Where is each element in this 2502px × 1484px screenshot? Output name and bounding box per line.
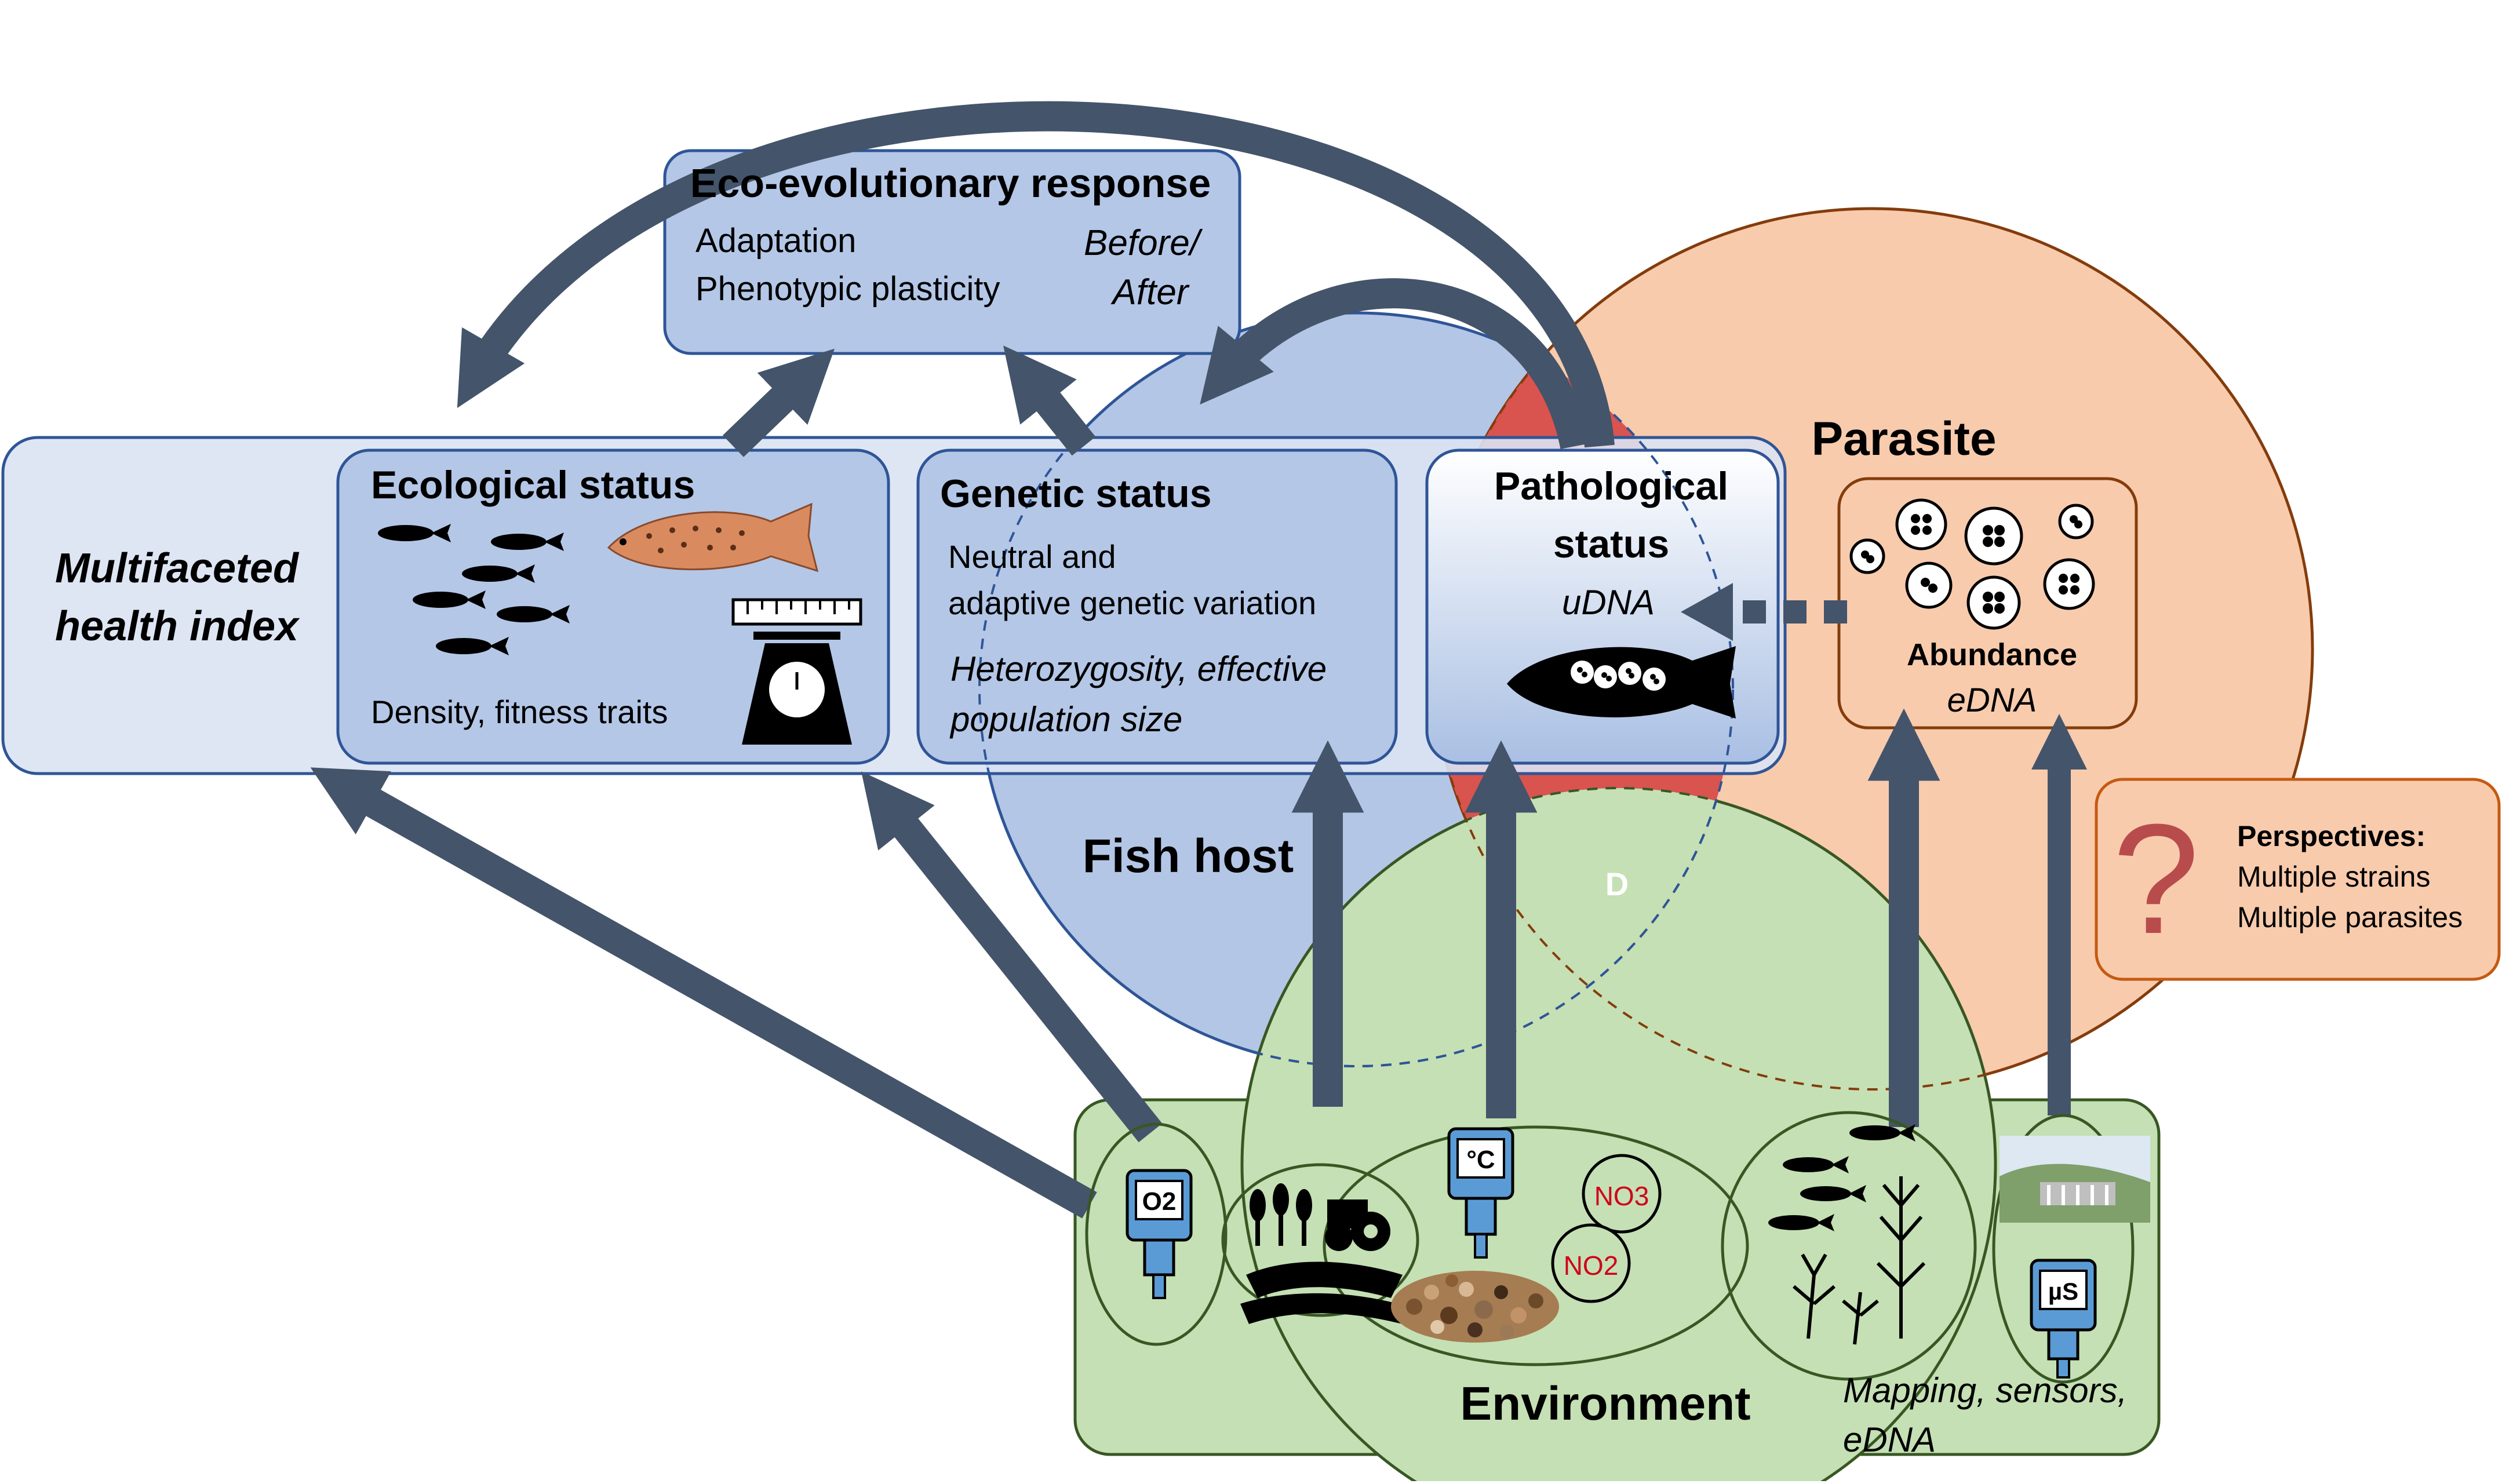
nitrate-icon: NO3 <box>1582 1154 1662 1234</box>
arrow-pathological-to-genetic <box>1200 278 1590 449</box>
dam-icon <box>2000 1136 2150 1223</box>
genetic-status-desc-line1: Neutral and <box>948 538 1116 575</box>
env-oval-oxygen <box>1085 1122 1228 1346</box>
temperature-sensor-icon: °C <box>1447 1127 1514 1259</box>
env-oval-biotic <box>1721 1111 1977 1381</box>
trout-icon <box>607 502 819 573</box>
eco-evo-box <box>663 149 1241 355</box>
fish-host-label: Fish host <box>1083 830 1294 883</box>
svg-text:µS: µS <box>2048 1278 2078 1305</box>
genetic-status-desc-line2: adaptive genetic variation <box>948 585 1316 621</box>
pathological-status-title-line1: Pathological <box>1494 464 1728 508</box>
arrow-environment-to-health-index <box>310 767 1097 1219</box>
parasite-title: Parasite <box>1811 413 1996 465</box>
perspectives-box <box>2095 778 2501 981</box>
question-mark-icon: ? <box>2113 792 2199 967</box>
perspectives-item-strains: Multiple strains <box>2237 860 2430 893</box>
eco-evo-title: Eco-evolutionary response <box>690 161 1211 206</box>
parasite-abundance-label: Abundance <box>1907 637 2077 672</box>
biotic-fish-icon <box>1768 1124 1915 1231</box>
pathological-status-method: uDNA <box>1562 583 1655 622</box>
agriculture-icon <box>1240 1183 1408 1324</box>
ecological-status-caption: Density, fitness traits <box>371 694 668 730</box>
arrow-genetic-to-eco-evo <box>1003 345 1096 456</box>
ecological-status-title: Ecological status <box>371 463 695 507</box>
perspectives-title: Perspectives: <box>2237 820 2425 852</box>
environment-circle-outline <box>1241 787 1997 1484</box>
health-index-line1: Multifaceted <box>55 545 300 592</box>
svg-text:O2: O2 <box>1142 1187 1177 1216</box>
fish-school-icon <box>378 524 570 655</box>
arrow-parasite-to-pathological <box>1681 583 1847 641</box>
genetic-status-metric-line1: Heterozygosity, effective <box>950 650 1327 688</box>
environment-methods-line2: eDNA <box>1843 1420 1936 1459</box>
arrows <box>310 101 2088 1219</box>
svg-text:NO3: NO3 <box>1594 1181 1649 1211</box>
pathological-status-title-line2: status <box>1553 522 1669 566</box>
infected-fish-icon <box>1507 646 1736 719</box>
oxygen-sensor-icon: O2 <box>1126 1169 1193 1299</box>
env-oval-hydrology <box>1992 1114 2135 1384</box>
aquatic-plant-icon <box>1793 1176 1926 1345</box>
environment-label: Environment <box>1460 1377 1750 1430</box>
env-oval-agriculture <box>1221 1163 1419 1317</box>
genetic-status-title: Genetic status <box>940 472 1212 516</box>
env-oval-temperature-nutrients <box>1323 1125 1749 1366</box>
svg-text:NO2: NO2 <box>1564 1250 1619 1281</box>
disease-label: D <box>1605 866 1629 902</box>
perspectives-item-parasites: Multiple parasites <box>2237 901 2463 934</box>
eco-evo-before: Before/ <box>1084 223 1203 263</box>
nitrite-icon: NO2 <box>1551 1223 1631 1303</box>
gravel-icon <box>1391 1271 1559 1343</box>
genetic-status-box <box>916 449 1398 765</box>
arrow-ecological-to-eco-evo <box>722 348 835 457</box>
svg-text:°C: °C <box>1466 1146 1495 1174</box>
arrow-pathological-to-ecological <box>457 101 1615 448</box>
genetic-status-metric-line2: population size <box>949 700 1182 739</box>
eco-evo-item-adaptation: Adaptation <box>695 222 856 260</box>
parasite-method: eDNA <box>1947 681 2037 719</box>
parasite-circle-outline <box>1430 207 2314 1091</box>
parasite-spores-icon <box>1849 498 2095 630</box>
health-index-line2: health index <box>55 603 300 650</box>
conductivity-sensor-icon: µS <box>2030 1259 2097 1379</box>
eco-evo-after: After <box>1110 272 1190 312</box>
eco-evo-item-plasticity: Phenotypic plasticity <box>695 270 1000 308</box>
environment-methods-line1: Mapping, sensors, <box>1843 1371 2127 1410</box>
arrow-environment-to-ecological <box>861 771 1163 1143</box>
ruler-scale-icon <box>731 598 862 745</box>
